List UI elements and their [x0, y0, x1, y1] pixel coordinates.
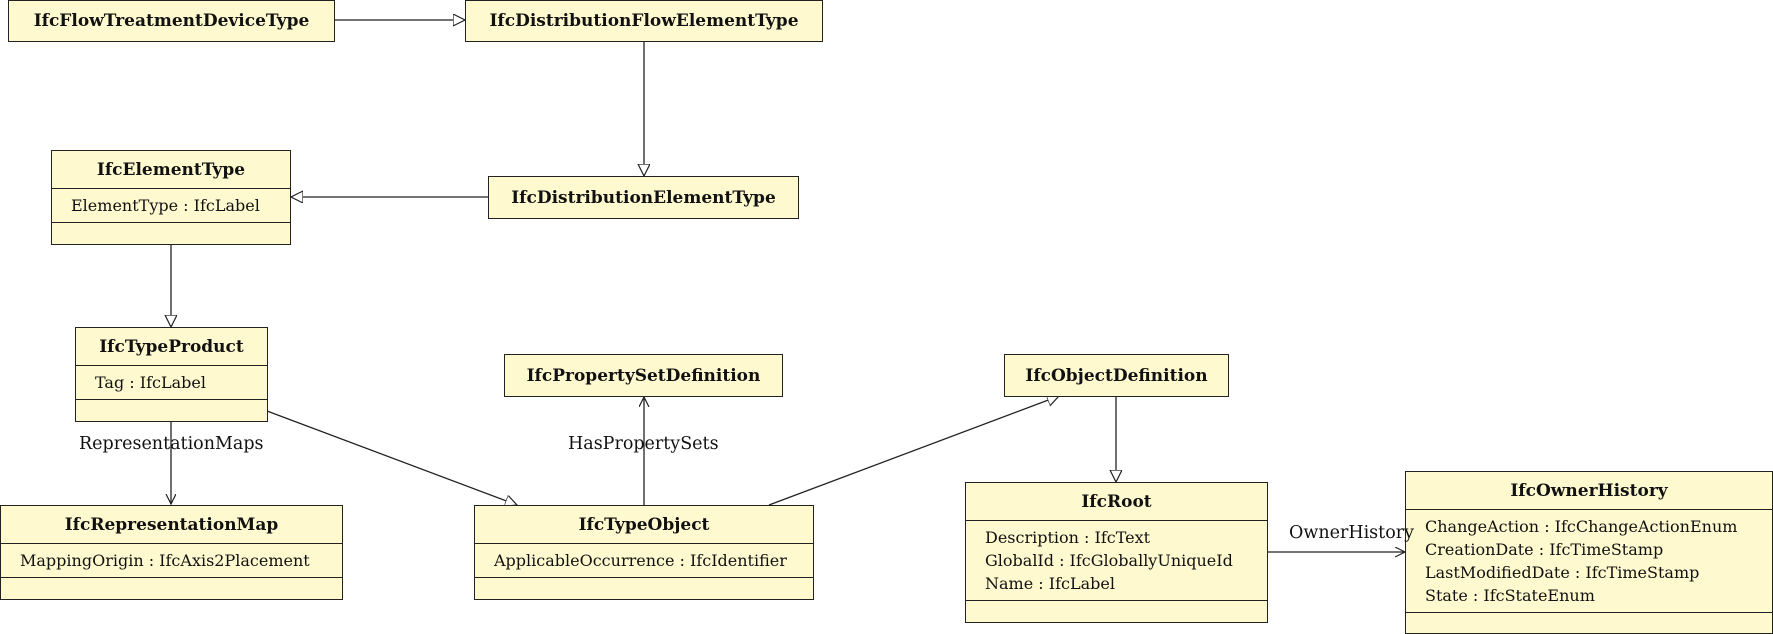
- class-attributes: MappingOrigin : IfcAxis2Placement: [1, 543, 342, 577]
- class-ifcdistributionelementtype: IfcDistributionElementType: [488, 176, 799, 219]
- class-ifctypeproduct: IfcTypeProduct Tag : IfcLabel: [75, 327, 268, 422]
- class-name: IfcPropertySetDefinition: [526, 365, 761, 386]
- class-name: IfcRepresentationMap: [64, 514, 279, 535]
- class-operations: [966, 600, 1267, 622]
- class-attributes: ChangeAction : IfcChangeActionEnum Creat…: [1406, 509, 1772, 612]
- class-operations: [52, 222, 290, 244]
- attribute: Tag : IfcLabel: [95, 373, 206, 392]
- attribute: GlobalId : IfcGloballyUniqueId: [985, 551, 1233, 570]
- class-operations: [1406, 612, 1772, 633]
- class-name: IfcOwnerHistory: [1510, 480, 1668, 501]
- attribute: MappingOrigin : IfcAxis2Placement: [20, 551, 310, 570]
- generalization-typeobject-to-objectdefinition: [768, 396, 1059, 506]
- attribute: CreationDate : IfcTimeStamp: [1425, 540, 1664, 559]
- attribute: LastModifiedDate : IfcTimeStamp: [1425, 563, 1700, 582]
- attribute: State : IfcStateEnum: [1425, 586, 1595, 605]
- class-ifcrepresentationmap: IfcRepresentationMap MappingOrigin : Ifc…: [0, 505, 343, 600]
- class-ifcobjectdefinition: IfcObjectDefinition: [1004, 354, 1229, 397]
- class-name: IfcRoot: [1081, 491, 1152, 512]
- association-label-representation-maps: RepresentationMaps: [79, 434, 264, 454]
- class-ifcelementtype: IfcElementType ElementType : IfcLabel: [51, 150, 291, 245]
- class-name: IfcFlowTreatmentDeviceType: [33, 11, 310, 31]
- class-name: IfcTypeObject: [578, 514, 710, 535]
- class-name: IfcDistributionFlowElementType: [489, 11, 799, 31]
- class-name: IfcDistributionElementType: [511, 187, 776, 208]
- class-name: IfcElementType: [96, 159, 246, 180]
- class-attributes: ElementType : IfcLabel: [52, 188, 290, 222]
- class-ifcdistributionflowelementtype: IfcDistributionFlowElementType: [465, 0, 823, 42]
- class-operations: [1, 577, 342, 599]
- class-attributes: ApplicableOccurrence : IfcIdentifier: [475, 543, 813, 577]
- class-name: IfcObjectDefinition: [1025, 365, 1208, 386]
- class-operations: [76, 399, 267, 421]
- attribute: Description : IfcText: [985, 528, 1151, 547]
- class-ifcpropertysetdefinition: IfcPropertySetDefinition: [504, 354, 783, 397]
- attribute: ElementType : IfcLabel: [71, 196, 260, 215]
- class-ifcflowtreatmentdevicetype: IfcFlowTreatmentDeviceType: [8, 0, 335, 42]
- association-label-owner-history: OwnerHistory: [1289, 523, 1414, 543]
- class-ifcroot: IfcRoot Description : IfcText GlobalId :…: [965, 482, 1268, 623]
- class-ifctypeobject: IfcTypeObject ApplicableOccurrence : Ifc…: [474, 505, 814, 600]
- class-ifcownerhistory: IfcOwnerHistory ChangeAction : IfcChange…: [1405, 471, 1773, 634]
- class-attributes: Tag : IfcLabel: [76, 365, 267, 399]
- generalization-typeproduct-to-typeobject: [266, 410, 517, 505]
- class-operations: [475, 577, 813, 599]
- class-name: IfcTypeProduct: [99, 336, 244, 357]
- attribute: Name : IfcLabel: [985, 574, 1115, 593]
- association-label-has-property-sets: HasPropertySets: [568, 434, 719, 454]
- class-attributes: Description : IfcText GlobalId : IfcGlob…: [966, 520, 1267, 600]
- attribute: ChangeAction : IfcChangeActionEnum: [1425, 517, 1738, 536]
- attribute: ApplicableOccurrence : IfcIdentifier: [494, 551, 787, 570]
